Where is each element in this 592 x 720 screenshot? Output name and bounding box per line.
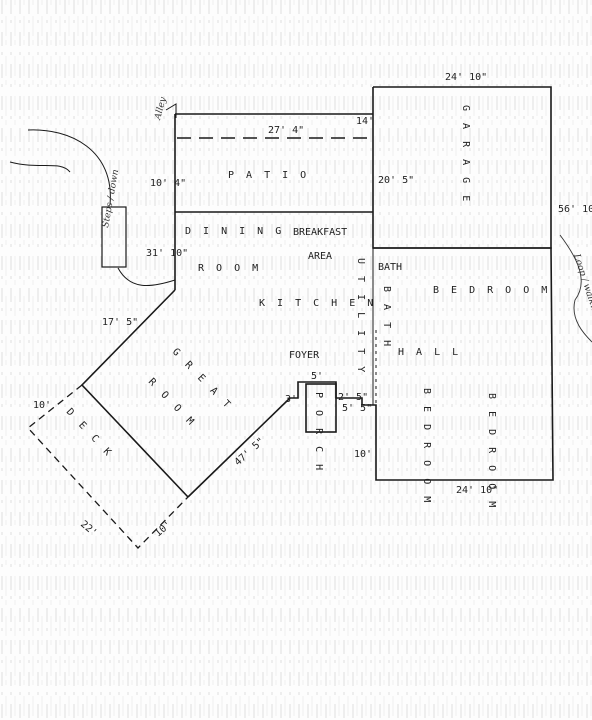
dim-porch-3: 3'	[285, 394, 297, 405]
foyer-label: FOYER	[289, 350, 320, 361]
dim-garage-depth: 20' 5"	[378, 175, 414, 186]
kitchen-label: K I T C H E N	[259, 298, 376, 309]
porch-label: P O R C H	[313, 392, 324, 473]
deck-outline	[27, 384, 189, 549]
path-line-2	[9, 161, 71, 173]
dim-porch-b: 5' 5"	[342, 403, 372, 414]
dim-patio-width: 27' 4"	[268, 125, 304, 136]
steps-box	[101, 206, 127, 268]
dim-great-17: 17' 5"	[102, 317, 138, 328]
breakfast-label-1: BREAKFAST	[293, 227, 347, 238]
patio-label: P A T I O	[228, 170, 309, 181]
dim-patio-10: 10' 4"	[150, 178, 186, 189]
utility-label: U T I L I T Y	[355, 258, 366, 375]
dim-hall-10: 10'	[354, 449, 372, 460]
steps-curve	[117, 267, 176, 287]
dim-porch-a: 2' 5"	[338, 392, 368, 403]
great-room-right-wall	[187, 397, 291, 498]
porch-wall	[290, 381, 363, 405]
bedroom-wing-wall	[362, 247, 554, 481]
walls	[80, 86, 554, 498]
dim-garage-width: 24' 10"	[445, 72, 487, 83]
path-line	[27, 129, 111, 206]
dining-label-2: R O O M	[198, 263, 261, 274]
garage-label: G A R A G E	[460, 105, 471, 204]
arrow-mark	[165, 103, 177, 118]
bedroom-main-label: B E D R O O M	[433, 285, 550, 296]
bedroom-left-label: B E D R O O M	[421, 388, 432, 505]
hall-label: H A L L	[398, 347, 461, 358]
dim-14: 14'	[356, 116, 374, 127]
bath-vertical-label: B A T H	[381, 286, 392, 349]
bath-top-label: BATH	[378, 262, 402, 273]
dim-bottom-width: 24' 10"	[456, 485, 498, 496]
dim-porch-5: 5'	[311, 371, 323, 382]
dim-dining-depth: 31' 10"	[146, 248, 188, 259]
dining-label-1: D I N I N G	[185, 226, 284, 237]
breakfast-label-2: AREA	[308, 251, 332, 262]
bedroom-right-label: B E D R O O M	[486, 393, 497, 510]
dim-right-depth: 56' 10"	[558, 204, 592, 215]
right-note-curve	[559, 234, 592, 343]
porch-box	[305, 383, 337, 433]
dim-deck-10: 10'	[33, 400, 51, 411]
